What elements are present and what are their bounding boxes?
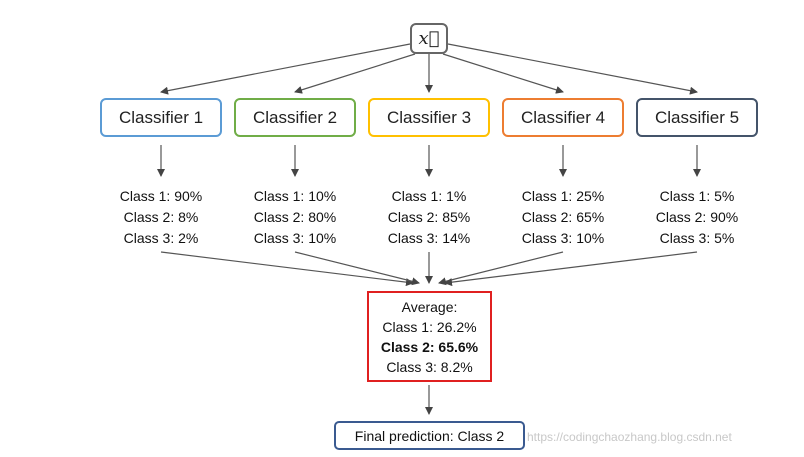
average-box: Average: Class 1: 26.2% Class 2: 65.6% C… xyxy=(367,291,492,382)
input-vector-label: x⃗ xyxy=(418,28,440,49)
classifier-1-probabilities: Class 1: 90% Class 2: 8% Class 3: 2% xyxy=(91,186,231,249)
classifier-2-box: Classifier 2 xyxy=(234,98,356,137)
probability-line: Class 1: 1% xyxy=(391,188,467,204)
classifier-5-box: Classifier 5 xyxy=(636,98,758,137)
classifier-3-box: Classifier 3 xyxy=(368,98,490,137)
classifier-1-label: Classifier 1 xyxy=(118,107,204,127)
classifier-4-label: Classifier 4 xyxy=(520,107,606,127)
probability-line: Class 2: 85% xyxy=(387,209,471,225)
arrow-input-to-classifier-2 xyxy=(294,53,416,94)
classifier-3-label: Classifier 3 xyxy=(386,107,472,127)
probability-line: Class 1: 25% xyxy=(521,188,605,204)
classifier-4-box: Classifier 4 xyxy=(502,98,624,137)
probability-line: Class 3: 5% xyxy=(659,230,735,246)
final-prediction-box: Final prediction: Class 2 xyxy=(334,421,525,450)
probability-line: Class 1: 5% xyxy=(659,188,735,204)
arrow-input-to-classifier-1 xyxy=(160,43,411,95)
classifier-2-probabilities: Class 1: 10% Class 2: 80% Class 3: 10% xyxy=(225,186,365,249)
probability-line: Class 1: 10% xyxy=(253,188,337,204)
probability-line: Class 2: 80% xyxy=(253,209,337,225)
average-class-2-winner: Class 2: 65.6% xyxy=(380,339,479,355)
classifier-1-box: Classifier 1 xyxy=(100,98,222,137)
arrow-input-to-classifier-4 xyxy=(442,53,564,94)
final-prediction-label: Final prediction: Class 2 xyxy=(354,427,505,444)
average-title: Average: xyxy=(401,299,458,315)
classifier-5-probabilities: Class 1: 5% Class 2: 90% Class 3: 5% xyxy=(627,186,767,249)
probability-line: Class 2: 90% xyxy=(655,209,739,225)
average-class-3: Class 3: 8.2% xyxy=(386,359,473,375)
probability-line: Class 3: 10% xyxy=(253,230,337,246)
probability-line: Class 2: 8% xyxy=(123,209,199,225)
classifier-5-label: Classifier 5 xyxy=(654,107,740,127)
arrow-probs-4-to-average xyxy=(438,251,564,286)
classifier-3-probabilities: Class 1: 1% Class 2: 85% Class 3: 14% xyxy=(359,186,499,249)
arrow-probs-5-to-average xyxy=(444,251,698,287)
probability-line: Class 3: 10% xyxy=(521,230,605,246)
probability-line: Class 3: 2% xyxy=(123,230,199,246)
probability-line: Class 1: 90% xyxy=(119,188,203,204)
watermark-text: https://codingchaozhang.blog.csdn.net xyxy=(527,430,732,444)
arrow-probs-2-to-average xyxy=(294,251,420,286)
arrow-input-to-classifier-5 xyxy=(447,43,698,95)
classifier-2-label: Classifier 2 xyxy=(252,107,338,127)
probability-line: Class 2: 65% xyxy=(521,209,605,225)
probability-line: Class 3: 14% xyxy=(387,230,471,246)
arrow-probs-1-to-average xyxy=(160,251,414,287)
average-class-1: Class 1: 26.2% xyxy=(382,319,477,335)
input-vector-box: x⃗ xyxy=(410,23,448,54)
classifier-4-probabilities: Class 1: 25% Class 2: 65% Class 3: 10% xyxy=(493,186,633,249)
